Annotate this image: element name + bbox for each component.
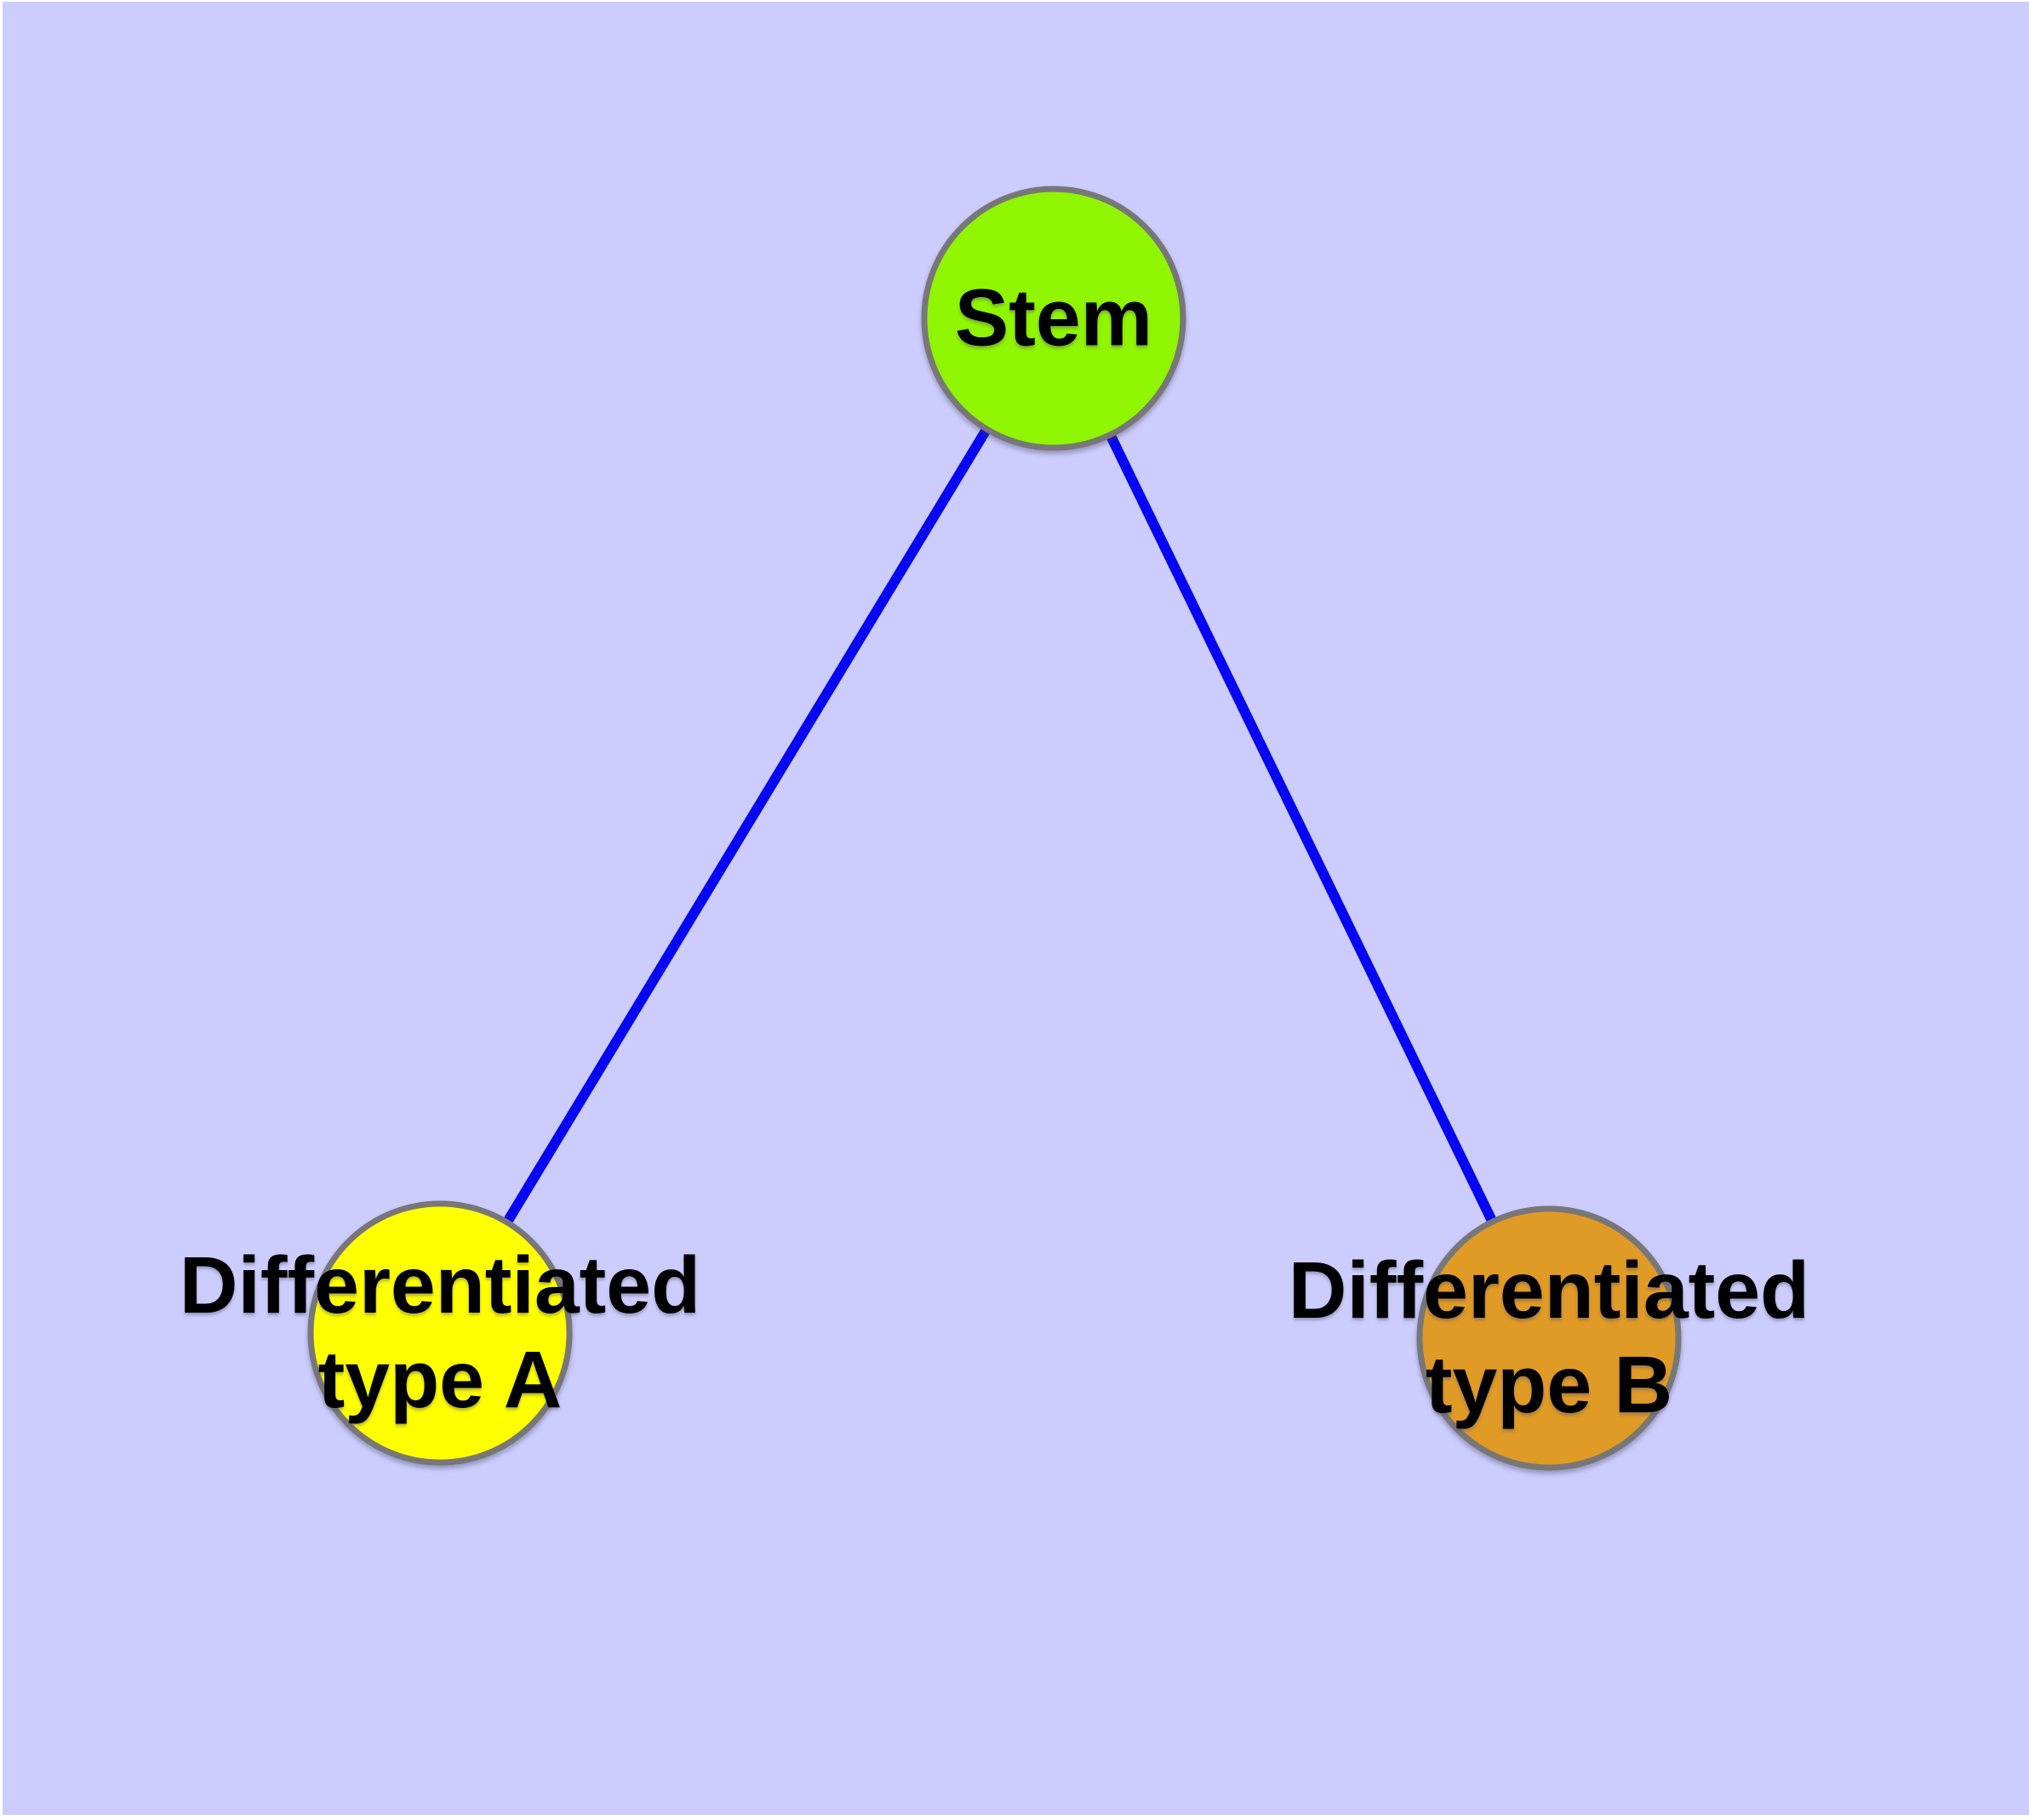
stem-label-text: Stem [954,272,1153,363]
differentiated-type-a-node-label: Differentiated type A [180,1239,700,1428]
type-a-label-line-1: Differentiated [179,1240,701,1331]
type-b-node [1416,1205,1682,1471]
type-b-label-line-2: type B [1425,1340,1673,1430]
edge-stem-to-type-a [435,315,1059,1336]
edge-stem-to-type-b [1049,316,1554,1341]
differentiated-type-b-node-label: Differentiated type B [1289,1244,1809,1433]
stem-node [921,186,1186,451]
type-a-node [307,1200,573,1466]
stem-node-label: Stem [955,272,1152,366]
type-a-label-line-2: type A [317,1335,563,1425]
type-b-label-line-1: Differentiated [1288,1245,1810,1336]
